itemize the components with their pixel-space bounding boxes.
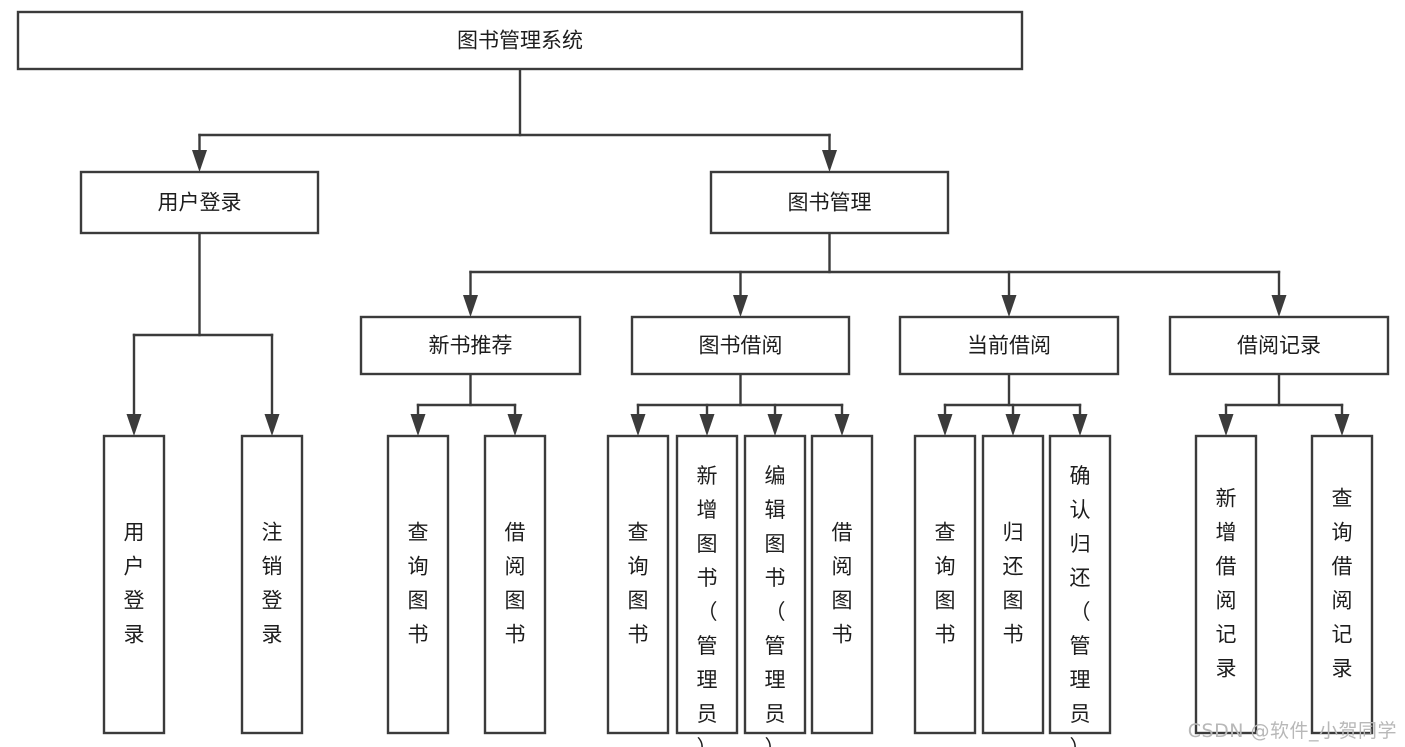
node-current-borrow[interactable]: 当前借阅 — [898, 315, 1120, 376]
node-box[interactable] — [981, 434, 1045, 735]
node-label: 查询图书 — [408, 521, 429, 647]
connector-userlogin-to-leaves — [126, 231, 280, 436]
connector-newbook-to-leaves — [410, 372, 523, 436]
node-leaf-query-book-3[interactable]: 查询图书 — [913, 434, 977, 735]
node-label: 借阅图书 — [505, 521, 526, 647]
node-box[interactable] — [1048, 434, 1112, 735]
arrow-head-icon — [699, 414, 715, 436]
node-leaf-user-login[interactable]: 用户登录 — [102, 434, 166, 735]
node-leaf-return-book[interactable]: 归还图书 — [981, 434, 1045, 735]
node-box[interactable] — [1310, 434, 1374, 735]
node-label: 图书管理 — [788, 191, 872, 215]
arrow-head-icon — [507, 414, 523, 436]
arrow-head-icon — [1005, 414, 1021, 436]
arrow-head-icon — [463, 295, 478, 317]
connector-bookmanage-to-level2 — [463, 231, 1287, 317]
node-label: 归还图书 — [1003, 521, 1024, 647]
connector-currentborrow-to-leaves — [937, 372, 1088, 436]
arrow-head-icon — [733, 295, 748, 317]
node-book-manage[interactable]: 图书管理 — [709, 170, 950, 235]
arrow-head-icon — [126, 414, 142, 436]
node-label: 新增图书（管理员） — [697, 464, 718, 747]
node-leaf-logout[interactable]: 注销登录 — [240, 434, 304, 735]
node-leaf-borrow-book-2[interactable]: 借阅图书 — [810, 434, 874, 735]
arrow-head-icon — [822, 150, 837, 172]
node-box[interactable] — [898, 315, 1120, 376]
node-label: 新书推荐 — [429, 334, 513, 358]
node-box[interactable] — [16, 10, 1024, 71]
node-label: 编辑图书（管理员） — [765, 464, 786, 747]
node-new-book-rec[interactable]: 新书推荐 — [359, 315, 582, 376]
connector-bookborrow-to-leaves — [630, 372, 850, 436]
node-box[interactable] — [743, 434, 807, 735]
node-leaf-query-book-1[interactable]: 查询图书 — [386, 434, 450, 735]
arrow-head-icon — [767, 414, 783, 436]
node-leaf-confirm-return[interactable]: 确认归还（管理员） — [1048, 434, 1112, 747]
node-box[interactable] — [79, 170, 320, 235]
nodes-layer: 图书管理系统用户登录图书管理新书推荐图书借阅当前借阅借阅记录用户登录注销登录查询… — [16, 10, 1390, 747]
connector-root-to-level1 — [192, 67, 837, 172]
arrow-head-icon — [1218, 414, 1234, 436]
arrow-head-icon — [1072, 414, 1088, 436]
node-box[interactable] — [606, 434, 670, 735]
node-leaf-query-record[interactable]: 查询借阅记录 — [1310, 434, 1374, 735]
node-borrow-record[interactable]: 借阅记录 — [1168, 315, 1390, 376]
arrow-head-icon — [192, 150, 207, 172]
node-label: 借阅记录 — [1237, 334, 1321, 358]
arrow-head-icon — [410, 414, 426, 436]
node-user-login[interactable]: 用户登录 — [79, 170, 320, 235]
csdn-watermark: CSDN @软件_小贺同学 — [1187, 720, 1397, 742]
arrow-head-icon — [1334, 414, 1350, 436]
node-label: 注销登录 — [262, 521, 283, 647]
node-label: 当前借阅 — [967, 334, 1051, 358]
node-root[interactable]: 图书管理系统 — [16, 10, 1024, 71]
node-box[interactable] — [913, 434, 977, 735]
node-label: 图书管理系统 — [457, 29, 583, 53]
node-label: 用户登录 — [158, 191, 242, 215]
node-label: 新增借阅记录 — [1216, 487, 1237, 681]
node-box[interactable] — [386, 434, 450, 735]
node-leaf-edit-book[interactable]: 编辑图书（管理员） — [743, 434, 807, 747]
node-box[interactable] — [810, 434, 874, 735]
node-box[interactable] — [1168, 315, 1390, 376]
arrow-head-icon — [937, 414, 953, 436]
node-label: 借阅图书 — [832, 521, 853, 647]
node-book-borrow[interactable]: 图书借阅 — [630, 315, 851, 376]
node-box[interactable] — [483, 434, 547, 735]
arrow-head-icon — [1001, 295, 1017, 317]
node-leaf-add-record[interactable]: 新增借阅记录 — [1194, 434, 1258, 735]
node-box[interactable] — [359, 315, 582, 376]
node-label: 查询借阅记录 — [1332, 487, 1353, 681]
node-leaf-borrow-book-1[interactable]: 借阅图书 — [483, 434, 547, 735]
node-box[interactable] — [240, 434, 304, 735]
node-label: 查询图书 — [935, 521, 956, 647]
connector-borrowrecord-to-leaves — [1218, 372, 1350, 436]
node-box[interactable] — [630, 315, 851, 376]
node-label: 确认归还（管理员） — [1070, 464, 1091, 747]
connectors-layer — [126, 67, 1350, 436]
node-box[interactable] — [675, 434, 739, 735]
node-leaf-add-book[interactable]: 新增图书（管理员） — [675, 434, 739, 747]
node-box[interactable] — [1194, 434, 1258, 735]
node-box[interactable] — [102, 434, 166, 735]
node-leaf-query-book-2[interactable]: 查询图书 — [606, 434, 670, 735]
node-label: 图书借阅 — [699, 334, 783, 358]
arrow-head-icon — [1271, 295, 1287, 317]
node-box[interactable] — [709, 170, 950, 235]
arrow-head-icon — [630, 414, 646, 436]
node-label: 用户登录 — [124, 521, 145, 647]
node-label: 查询图书 — [628, 521, 649, 647]
arrow-head-icon — [264, 414, 280, 436]
arrow-head-icon — [834, 414, 850, 436]
